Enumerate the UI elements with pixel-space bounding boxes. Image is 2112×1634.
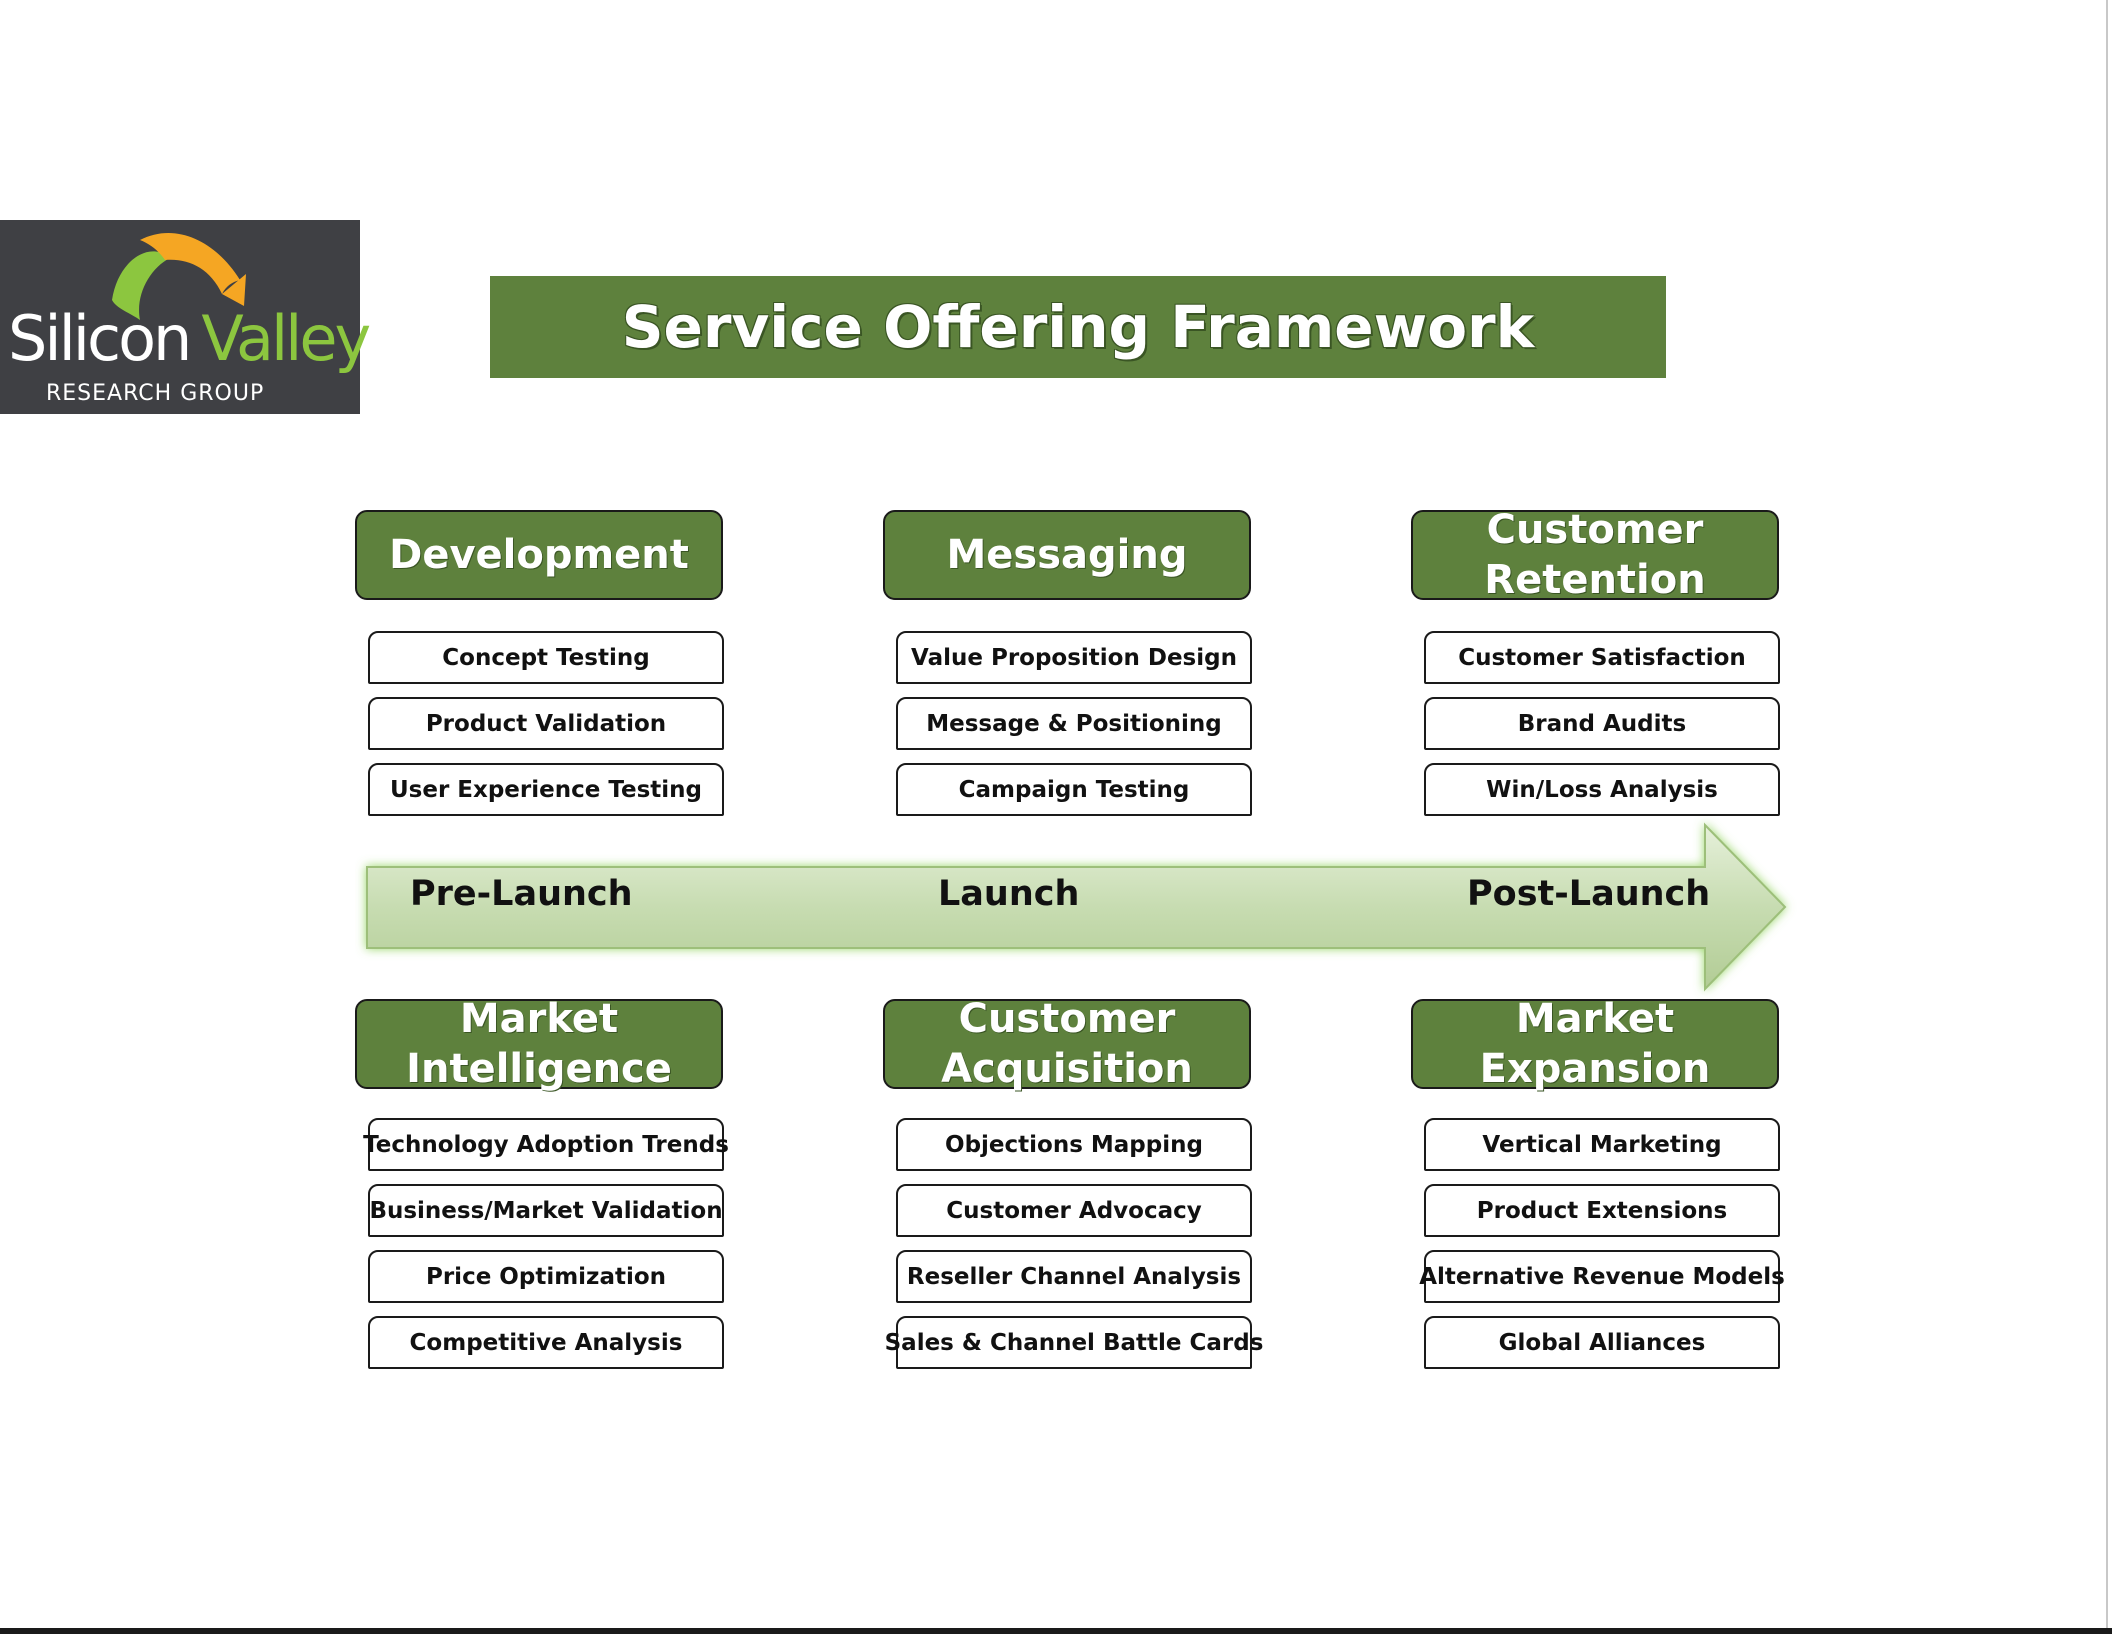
service-item: Value Proposition Design: [896, 631, 1252, 684]
service-item: Campaign Testing: [896, 763, 1252, 816]
service-item: Price Optimization: [368, 1250, 724, 1303]
service-item: Vertical Marketing: [1424, 1118, 1780, 1171]
phase-pre-launch: Pre-Launch: [410, 874, 633, 914]
phase-post-launch: Post-Launch: [1467, 874, 1711, 914]
page-title: Service Offering Framework: [621, 293, 1535, 361]
category-customer-acquisition: Customer Acquisition: [883, 996, 1251, 1092]
category-customer-retention: Customer Retention: [1411, 507, 1779, 603]
service-item: Global Alliances: [1424, 1316, 1780, 1369]
category-market-expansion: Market Expansion: [1411, 996, 1779, 1092]
service-item: Business/Market Validation: [368, 1184, 724, 1237]
service-item: Alternative Revenue Models: [1419, 1250, 1785, 1303]
service-item: Concept Testing: [368, 631, 724, 684]
category-market-intelligence: Market Intelligence: [355, 996, 723, 1092]
service-item: Competitive Analysis: [368, 1316, 724, 1369]
page-edge: [2106, 0, 2108, 1634]
service-item: Brand Audits: [1424, 697, 1780, 750]
service-item: User Experience Testing: [368, 763, 724, 816]
service-item: Product Extensions: [1424, 1184, 1780, 1237]
service-item: Message & Positioning: [896, 697, 1252, 750]
service-item: Reseller Channel Analysis: [896, 1250, 1252, 1303]
service-item: Customer Satisfaction: [1424, 631, 1780, 684]
page-bottom-border: [0, 1628, 2112, 1634]
logo-swoosh-icon: [112, 233, 246, 320]
category-development: Development: [355, 510, 723, 600]
logo-subtitle: RESEARCH GROUP: [46, 381, 265, 406]
service-item: Sales & Channel Battle Cards: [885, 1316, 1263, 1369]
service-item: Product Validation: [368, 697, 724, 750]
service-item: Objections Mapping: [896, 1118, 1252, 1171]
service-item: Technology Adoption Trends: [363, 1118, 729, 1171]
service-item: Customer Advocacy: [896, 1184, 1252, 1237]
timeline-arrow: [366, 822, 1787, 992]
phase-launch: Launch: [938, 874, 1080, 914]
category-messaging: Messaging: [883, 510, 1251, 600]
title-banner: Service Offering Framework: [490, 276, 1666, 378]
service-item: Win/Loss Analysis: [1424, 763, 1780, 816]
